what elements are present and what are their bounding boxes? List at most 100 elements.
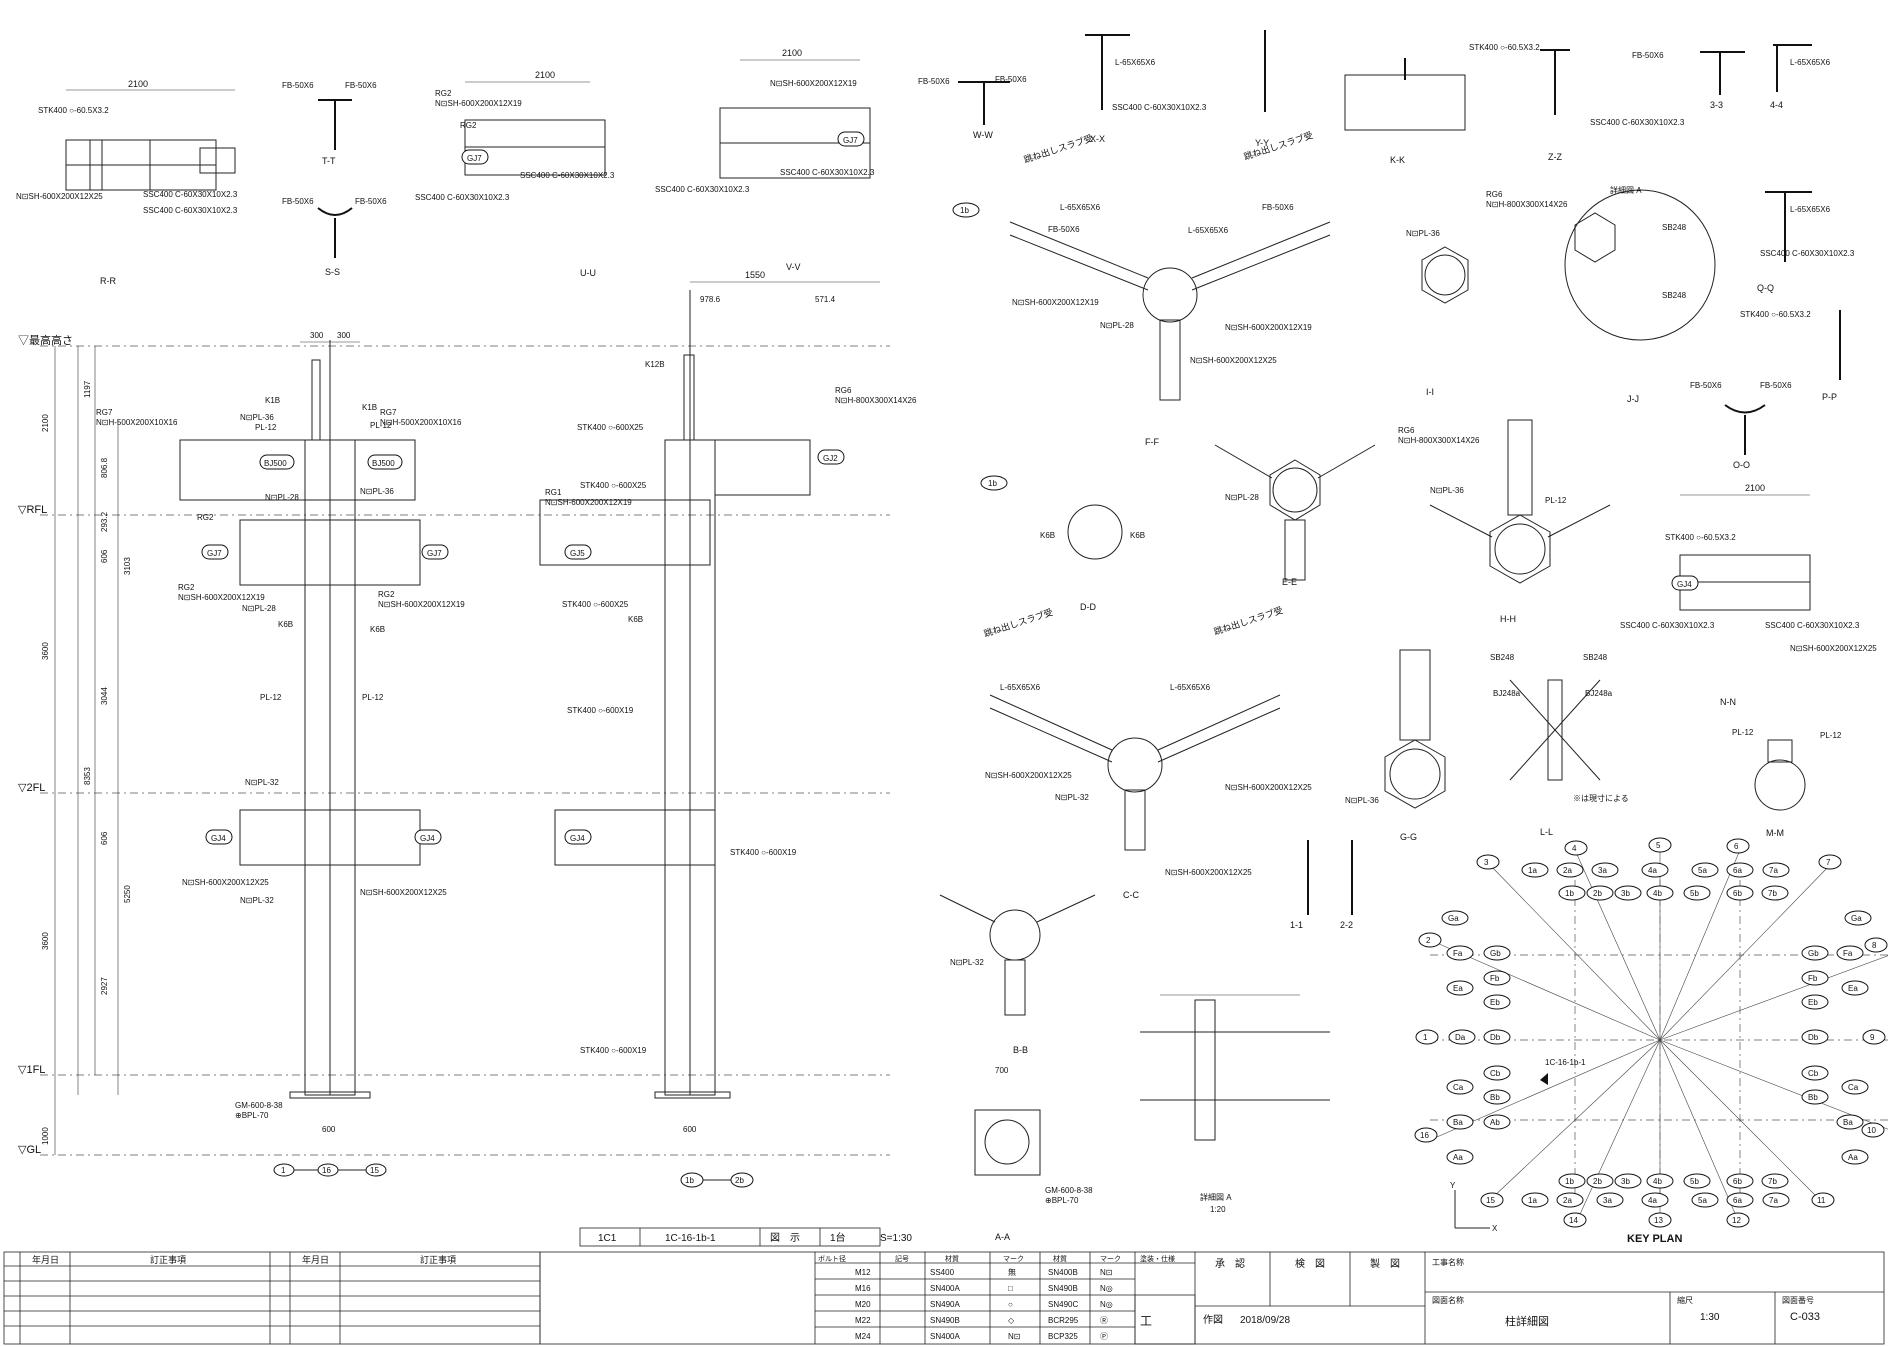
svg-text:N⊡PL-36: N⊡PL-36 [1430, 486, 1464, 495]
svg-text:工事名称: 工事名称 [1432, 1257, 1464, 1267]
svg-text:工: 工 [1140, 1314, 1152, 1328]
svg-text:4a: 4a [1648, 1196, 1657, 1205]
svg-text:K1B: K1B [265, 396, 280, 405]
section-3-3: FB-50X6 3-3 [1632, 51, 1745, 110]
svg-text:3b: 3b [1621, 889, 1630, 898]
svg-text:SB248: SB248 [1583, 653, 1608, 662]
svg-text:1b: 1b [685, 1176, 694, 1185]
svg-text:SSC400 C-60X30X10X2.3: SSC400 C-60X30X10X2.3 [1620, 621, 1715, 630]
svg-text:15: 15 [370, 1166, 379, 1175]
svg-text:K6B: K6B [370, 625, 385, 634]
svg-text:5: 5 [1656, 841, 1661, 850]
svg-text:806.8: 806.8 [100, 457, 109, 478]
detail-a: 詳細図 A 1:20 [1140, 994, 1330, 1214]
svg-text:M16: M16 [855, 1284, 871, 1293]
svg-text:SSC400 C-60X30X10X2.3: SSC400 C-60X30X10X2.3 [1112, 103, 1207, 112]
svg-text:N⊡PL-32: N⊡PL-32 [950, 958, 984, 967]
svg-text:11: 11 [1817, 1196, 1826, 1205]
svg-text:N⊡SH-600X200X12X25: N⊡SH-600X200X12X25 [985, 771, 1072, 780]
svg-text:PL-12: PL-12 [1545, 496, 1567, 505]
svg-text:GJ7: GJ7 [467, 154, 482, 163]
svg-text:材質: 材質 [945, 1254, 959, 1263]
svg-text:材質: 材質 [1053, 1254, 1067, 1263]
svg-text:X-X: X-X [1090, 134, 1105, 144]
svg-text:2: 2 [1426, 936, 1431, 945]
svg-text:RG2: RG2 [460, 121, 477, 130]
svg-text:SSC400 C-60X30X10X2.3: SSC400 C-60X30X10X2.3 [1760, 249, 1855, 258]
level-lines: ▽最高高さ ▽RFL ▽2FL ▽1FL ▽GL [18, 333, 890, 1156]
svg-text:RG1: RG1 [545, 488, 562, 497]
section-j-j: 詳細図 A SB248 SB248 J-J [1564, 185, 1716, 404]
svg-text:Q-Q: Q-Q [1757, 283, 1774, 293]
svg-text:K6B: K6B [1130, 531, 1145, 540]
svg-text:L-65X65X6: L-65X65X6 [1790, 205, 1831, 214]
svg-text:M12: M12 [855, 1268, 871, 1277]
svg-text:Fa: Fa [1453, 949, 1463, 958]
svg-text:SSC400 C-60X30X10X2.3: SSC400 C-60X30X10X2.3 [520, 171, 615, 180]
svg-text:16: 16 [322, 1166, 331, 1175]
column-elevation-1: 300 300 RG7 N⊡H-500X200X10X16 RG7 N⊡H-50… [96, 331, 465, 1134]
svg-text:Ea: Ea [1453, 984, 1463, 993]
svg-text:K-K: K-K [1390, 155, 1405, 165]
svg-text:N⊡H-500X200X10X16: N⊡H-500X200X10X16 [380, 418, 462, 427]
svg-text:T-T: T-T [322, 156, 336, 166]
section-r-r: 2100 STK400 ○-60.5X3.2 N⊡SH-600X200X12X2… [16, 79, 238, 286]
svg-text:4b: 4b [1653, 1177, 1662, 1186]
svg-text:GJ7: GJ7 [427, 549, 442, 558]
member-schedule: 1C1 1C-16-1b-1 図 示 1台 S=1:30 [579, 1227, 912, 1247]
svg-text:N⊡H-800X300X14X26: N⊡H-800X300X14X26 [1398, 436, 1480, 445]
svg-text:1550: 1550 [745, 270, 765, 280]
svg-text:PL-12: PL-12 [370, 421, 392, 430]
svg-text:STK400 ○-600X25: STK400 ○-600X25 [562, 600, 629, 609]
svg-text:1: 1 [281, 1166, 286, 1175]
svg-text:L-65X65X6: L-65X65X6 [1115, 58, 1156, 67]
svg-text:N◎: N◎ [1100, 1300, 1113, 1309]
svg-text:4-4: 4-4 [1770, 100, 1783, 110]
svg-text:◇: ◇ [1008, 1316, 1015, 1325]
svg-text:GJ4: GJ4 [420, 834, 435, 843]
svg-text:Aa: Aa [1453, 1153, 1463, 1162]
svg-text:1b: 1b [1565, 889, 1574, 898]
svg-text:N⊡PL-36: N⊡PL-36 [240, 413, 274, 422]
svg-text:GJ7: GJ7 [207, 549, 222, 558]
svg-text:STK400 ○-600X25: STK400 ○-600X25 [577, 423, 644, 432]
svg-text:FB-50X6: FB-50X6 [918, 77, 950, 86]
svg-text:Ab: Ab [1490, 1118, 1500, 1127]
svg-text:FB-50X6: FB-50X6 [282, 81, 314, 90]
svg-text:STK400 ○-60.5X3.2: STK400 ○-60.5X3.2 [1740, 310, 1811, 319]
svg-text:Ⓡ: Ⓡ [1100, 1316, 1108, 1325]
svg-text:1:30: 1:30 [1700, 1312, 1720, 1323]
svg-text:M22: M22 [855, 1316, 871, 1325]
svg-text:FB-50X6: FB-50X6 [995, 75, 1027, 84]
section-u-u: 2100 RG2 N⊡SH-600X200X12X19 RG2 SSC400 C… [415, 70, 615, 278]
svg-text:SN490C: SN490C [1048, 1300, 1078, 1309]
svg-text:N⊡PL-32: N⊡PL-32 [245, 778, 279, 787]
svg-text:訂正事項: 訂正事項 [150, 1254, 186, 1265]
svg-text:1a: 1a [1528, 1196, 1537, 1205]
svg-text:6b: 6b [1733, 889, 1742, 898]
svg-text:300: 300 [337, 331, 351, 340]
svg-text:Fb: Fb [1490, 974, 1500, 983]
svg-text:N⊡SH-600X200X12X25: N⊡SH-600X200X12X25 [360, 888, 447, 897]
title-block: 年月日 訂正事項 年月日 訂正事項 ボルト径 記号 材質 マーク 材質 マーク … [3, 1251, 1885, 1345]
svg-text:2b: 2b [735, 1176, 744, 1185]
svg-text:Eb: Eb [1808, 998, 1818, 1007]
svg-text:3044: 3044 [100, 687, 109, 705]
svg-text:SN490A: SN490A [930, 1300, 960, 1309]
svg-text:FB-50X6: FB-50X6 [1690, 381, 1722, 390]
svg-text:4b: 4b [1653, 889, 1662, 898]
svg-text:F-F: F-F [1145, 437, 1159, 447]
svg-text:3b: 3b [1621, 1177, 1630, 1186]
key-plan-left-bubbles: 2 Ga Fa Gb Fb Ea Eb 1 Da Db Cb Ca Bb Ba … [1414, 910, 1511, 1165]
svg-text:5a: 5a [1698, 866, 1707, 875]
svg-text:BCR295: BCR295 [1048, 1316, 1079, 1325]
svg-text:L-65X65X6: L-65X65X6 [1188, 226, 1229, 235]
svg-text:2100: 2100 [128, 79, 148, 89]
section-n-n: 2100 STK400 ○-60.5X3.2 GJ4 SSC400 C-60X3… [1620, 483, 1877, 707]
section-p-p: STK400 ○-60.5X3.2 P-P [1740, 310, 1841, 402]
svg-text:15: 15 [1486, 1196, 1495, 1205]
svg-text:2b: 2b [1593, 889, 1602, 898]
svg-text:2a: 2a [1563, 1196, 1572, 1205]
svg-text:GJ7: GJ7 [843, 136, 858, 145]
